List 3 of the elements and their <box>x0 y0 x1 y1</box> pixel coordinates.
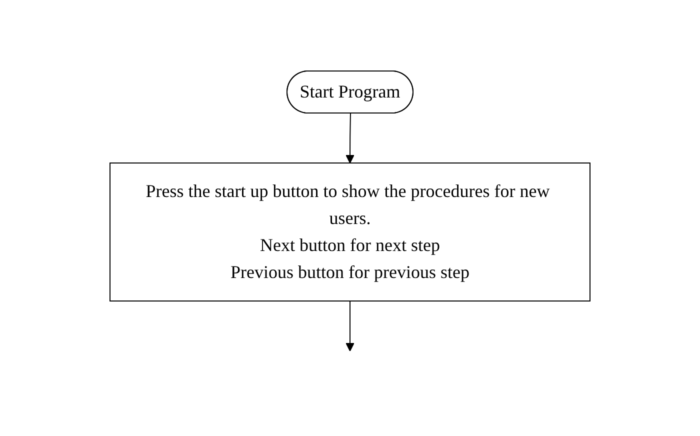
arrow <box>346 300 354 351</box>
node-box: Press the start up button to show the procedures for new users. Next button for next step Previous button for previous step <box>110 162 590 301</box>
arrow <box>346 112 354 163</box>
